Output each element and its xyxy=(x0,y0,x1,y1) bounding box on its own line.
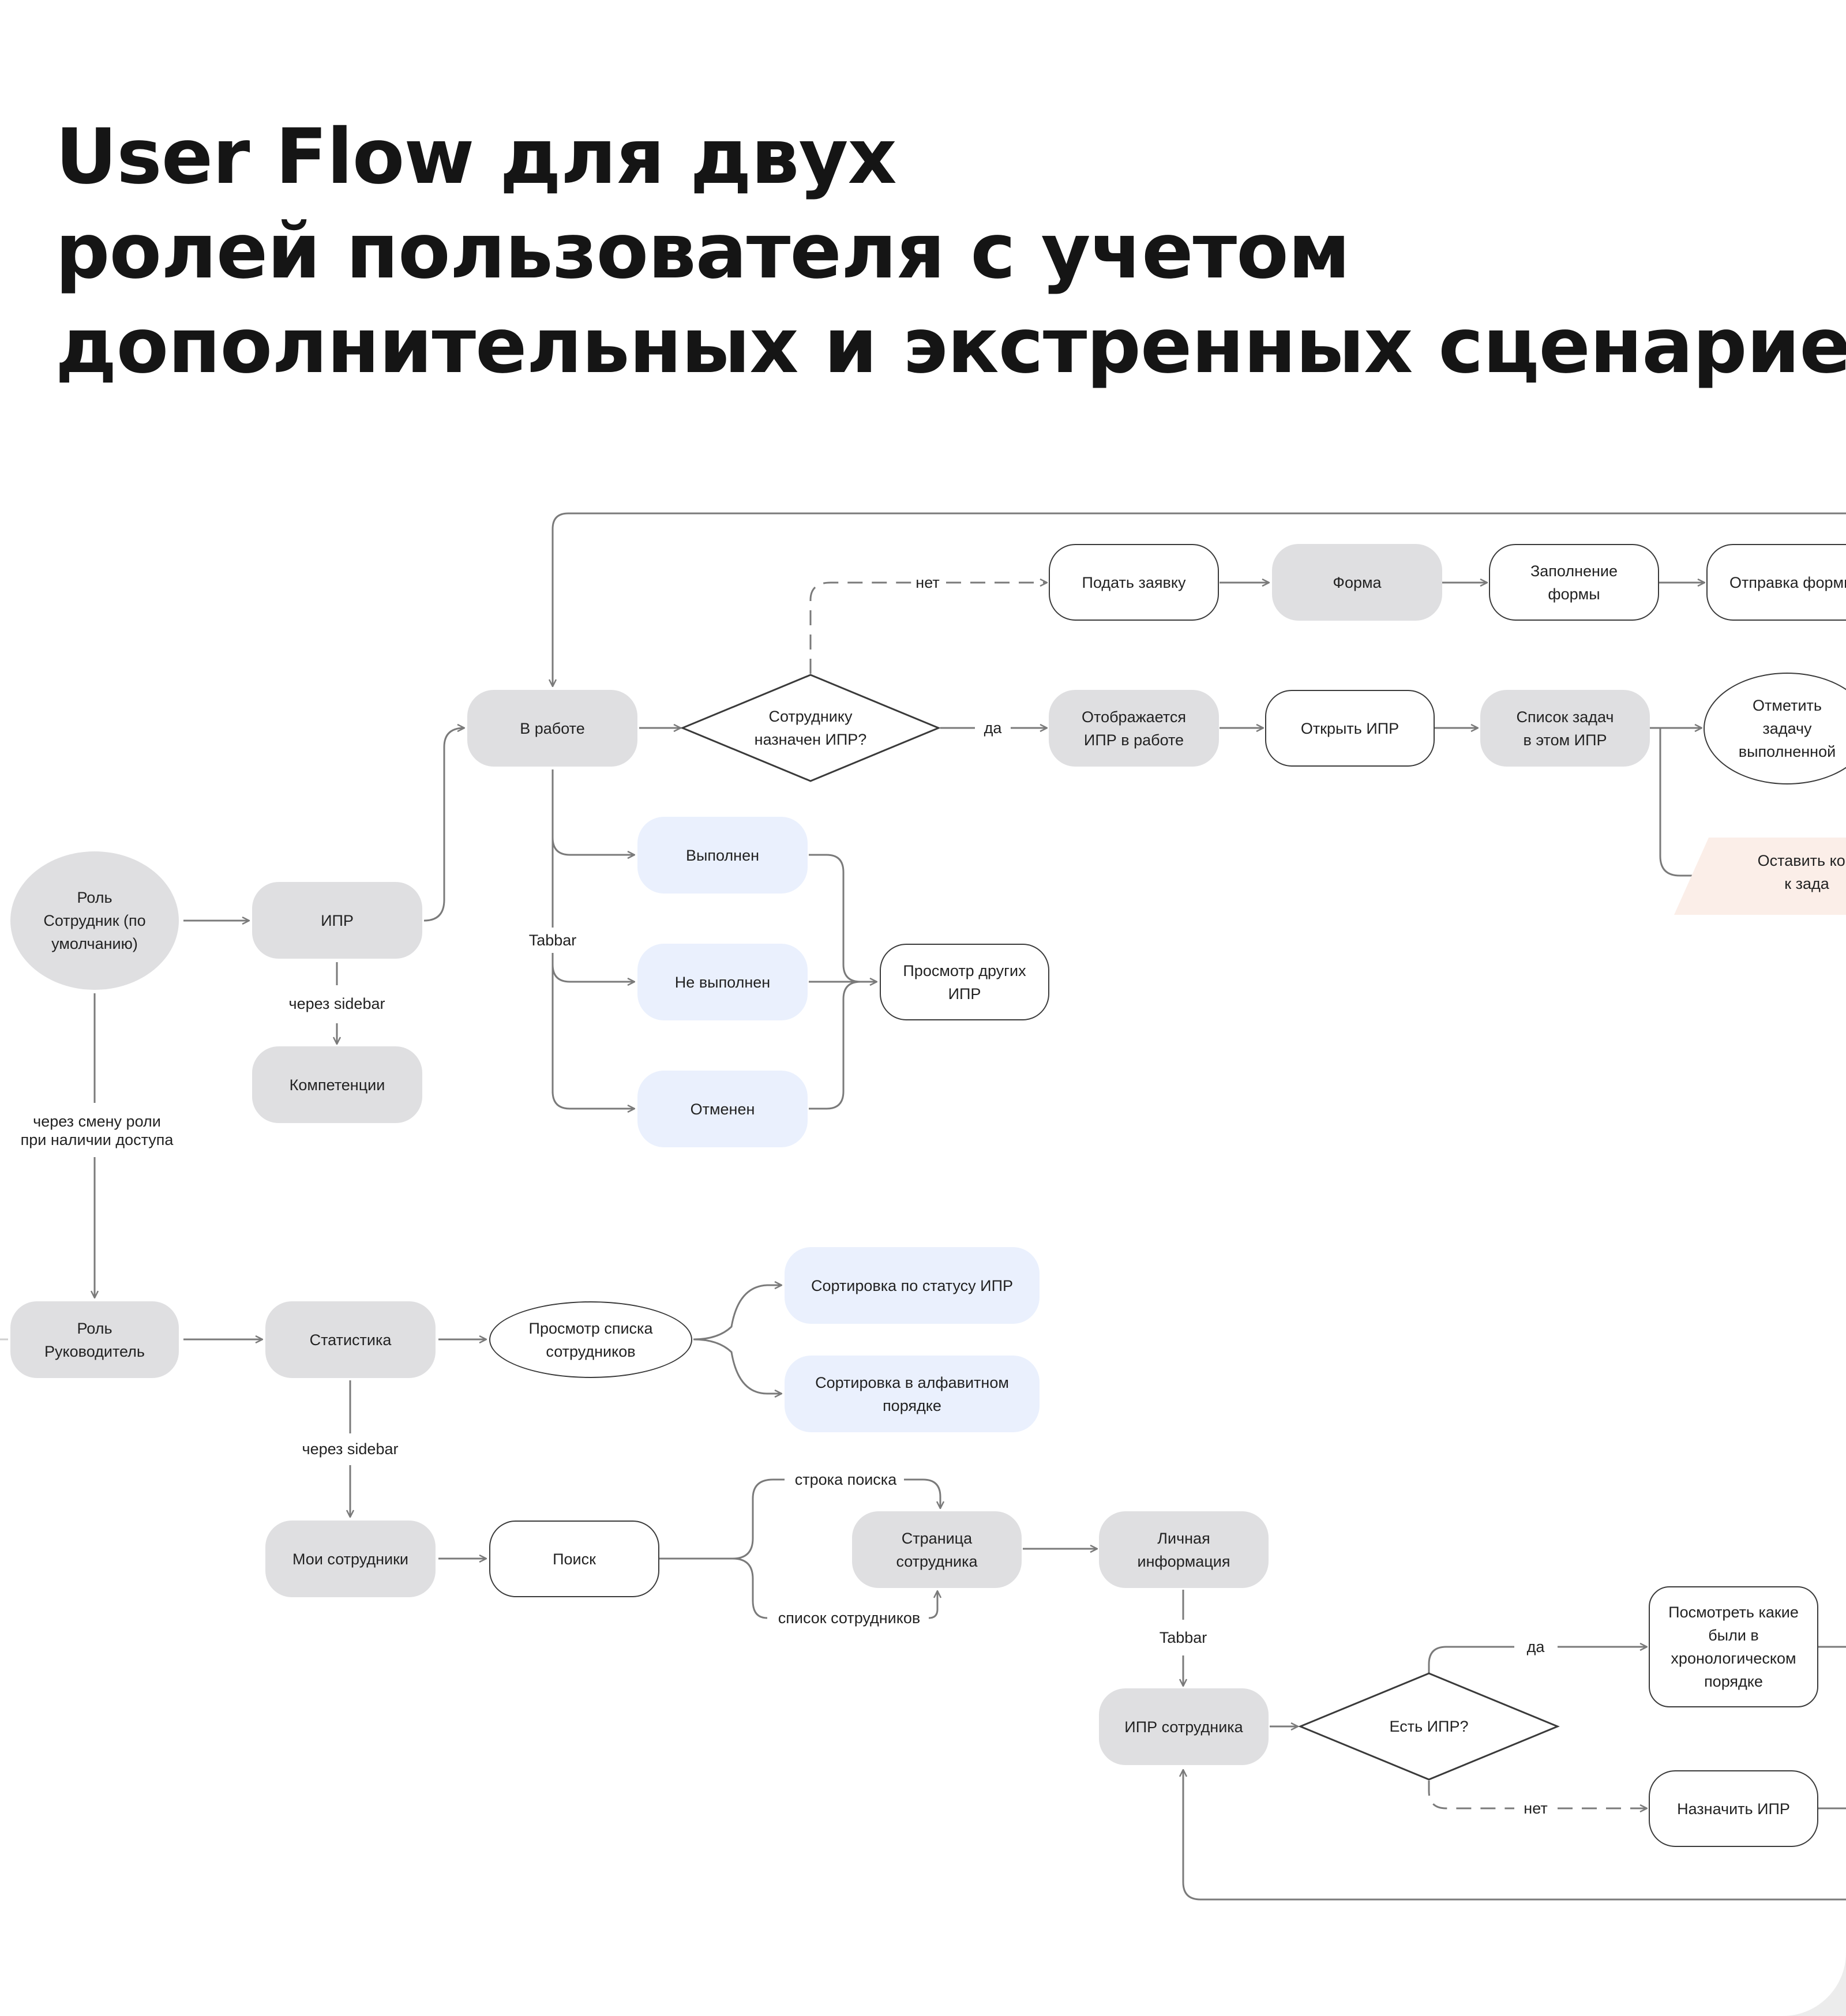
node-search: Поиск xyxy=(489,1521,659,1597)
decision-text-has-ipr: Есть ИПР? xyxy=(1389,1718,1469,1735)
edge-employee-list xyxy=(732,1557,937,1619)
node-employee-page: Страница сотрудника xyxy=(852,1511,1022,1588)
node-open-ipr: Открыть ИПР xyxy=(1265,690,1435,767)
edge-label-yes-top: да xyxy=(980,719,1005,737)
edge-list-sort-status xyxy=(693,1285,782,1341)
node-status-not-done: Не выполнен xyxy=(637,944,808,1020)
node-sort-alphabetical: Сортировка в алфавитном порядке xyxy=(785,1356,1040,1432)
title-line-3: дополнительных и экстренных сценариев xyxy=(55,302,1846,391)
node-shown-ipr: Отображается ИПР в работе xyxy=(1049,690,1219,767)
node-status-cancelled: Отменен xyxy=(637,1071,808,1147)
edge-label-employee-list: список сотрудников xyxy=(774,1609,924,1627)
edge-search-bar xyxy=(732,1478,940,1560)
decision-diamond-has-ipr xyxy=(1298,1672,1560,1781)
node-form: Форма xyxy=(1272,544,1442,621)
title-line-2: ролей пользователя с учетом xyxy=(55,207,1350,296)
edge-tab-done xyxy=(551,837,635,855)
node-role-manager: Роль Руководитель xyxy=(10,1301,179,1378)
node-assign-ipr: Назначить ИПР xyxy=(1649,1770,1818,1847)
node-role-employee: Роль Сотрудник (по умолчанию) xyxy=(10,851,179,990)
edge-label-search-bar: строка поиска xyxy=(791,1470,901,1489)
edge-has-no xyxy=(1428,1781,1647,1808)
edge-tab-cancelled xyxy=(551,1091,635,1109)
loop-top-line xyxy=(553,512,1846,686)
node-ipr: ИПР xyxy=(252,882,422,959)
edge-label-yes-bottom: да xyxy=(1523,1638,1548,1656)
page-title: User Flow для двух ролей пользователя с … xyxy=(55,110,1846,393)
node-mark-done: Отметить задачу выполненной xyxy=(1704,673,1846,784)
node-submit-request: Подать заявку xyxy=(1049,544,1219,621)
edge-tasks-comment xyxy=(1659,728,1703,876)
node-send-form: Отправка формы xyxy=(1706,544,1846,621)
title-line-1: User Flow для двух xyxy=(55,112,897,201)
decision-diamond-assigned xyxy=(680,674,941,782)
edge-tab-notdone xyxy=(551,964,635,982)
node-competencies: Компетенции xyxy=(252,1046,422,1123)
node-view-chronological: Посмотреть какие были в хронологическом … xyxy=(1649,1586,1818,1707)
edge-ipr-inprogress xyxy=(423,728,464,922)
edge-label-via-sidebar-1: через sidebar xyxy=(285,994,389,1013)
node-my-employees: Мои сотрудники xyxy=(265,1521,436,1597)
node-employee-ipr: ИПР сотрудника xyxy=(1099,1688,1269,1765)
node-sort-by-status: Сортировка по статусу ИПР xyxy=(785,1247,1040,1324)
node-leave-comment: Оставить ком к зада xyxy=(1674,838,1846,915)
node-in-progress: В работе xyxy=(467,690,637,767)
node-view-employee-list: Просмотр списка сотрудников xyxy=(489,1301,692,1378)
loop-bottom-line xyxy=(1183,1770,1846,1901)
node-fill-form: Заполнение формы xyxy=(1489,544,1659,621)
edge-label-tabbar-2: Tabbar xyxy=(1155,1628,1211,1647)
node-personal-info: Личная информация xyxy=(1099,1511,1269,1588)
edge-cancelled-merge xyxy=(809,981,861,1110)
node-statistics: Статистика xyxy=(265,1301,436,1378)
node-task-list: Список задач в этом ИПР xyxy=(1480,690,1650,767)
edge-label-role-switch: через смену роли при наличии доступа xyxy=(17,1112,177,1149)
node-status-done: Выполнен xyxy=(637,817,808,894)
edge-label-no-bottom: нет xyxy=(1520,1799,1551,1818)
edge-list-sort-alpha xyxy=(693,1338,782,1394)
edge-done-merge xyxy=(809,854,861,983)
node-view-other-ipr: Просмотр других ИПР xyxy=(880,944,1049,1020)
edge-has-yes xyxy=(1428,1647,1647,1673)
edge-label-tabbar-1: Tabbar xyxy=(525,931,580,949)
decision-text-assigned: Сотруднику назначен ИПР? xyxy=(754,708,867,748)
edge-decision-no xyxy=(809,583,1047,674)
edge-label-via-sidebar-2: через sidebar xyxy=(298,1440,402,1458)
edge-label-no-top: нет xyxy=(912,573,943,592)
